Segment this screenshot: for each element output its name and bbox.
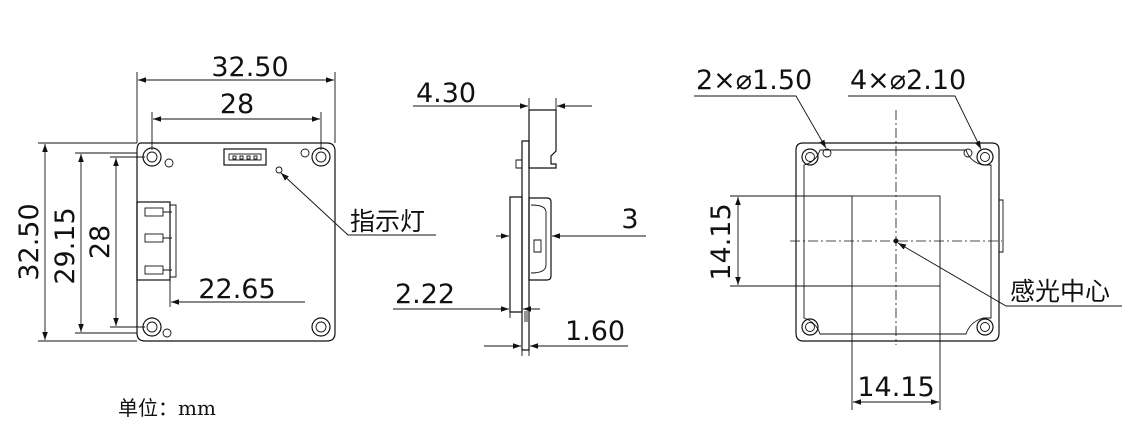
indicator-led-icon	[275, 166, 283, 174]
front-small-hole-icon	[164, 158, 174, 168]
front-mounting-hole-icon	[142, 317, 162, 337]
back-small-hole-icon	[822, 148, 832, 158]
back-board-outline	[795, 142, 1000, 342]
front-connector-icon	[223, 148, 267, 166]
hole-large-label: 4×⌀2.10	[850, 65, 966, 96]
center-label: 感光中心	[1010, 277, 1110, 306]
side-dim-right: 3	[621, 204, 638, 235]
hole-small-label: 2×⌀1.50	[696, 65, 812, 96]
back-mounting-hole-icon	[801, 318, 819, 336]
front-view: 32.50 28 32.50 29.15 28 22.65 指示灯	[14, 52, 436, 342]
back-mounting-hole-icon	[976, 148, 994, 166]
back-small-hole-icon	[963, 148, 973, 158]
front-dim-width-holes: 28	[220, 89, 254, 120]
front-dim-height-holes: 28	[85, 225, 116, 259]
front-dim-offset: 22.65	[198, 274, 275, 305]
back-mounting-hole-icon	[976, 318, 994, 336]
front-small-hole-icon	[300, 148, 310, 158]
side-usb-body	[528, 197, 552, 281]
indicator-label: 指示灯	[350, 207, 425, 236]
front-mounting-hole-icon	[142, 147, 162, 167]
side-pcb	[521, 140, 530, 351]
front-dim-height-mid: 29.15	[50, 207, 81, 284]
units-label: 单位：mm	[118, 396, 216, 420]
front-dim-width-outer: 32.50	[211, 52, 288, 83]
back-view: 14.15 14.15 2×⌀1.50 4×⌀2.10 感光中心	[694, 65, 1122, 410]
back-dim-sensor-height: 14.15	[706, 203, 737, 280]
front-mounting-hole-icon	[311, 317, 331, 337]
side-dim-top: 4.30	[416, 78, 476, 109]
front-board-outline	[136, 142, 336, 342]
side-dim-left: 2.22	[395, 279, 455, 310]
front-mounting-hole-icon	[311, 147, 331, 167]
back-dim-sensor-width: 14.15	[857, 372, 934, 403]
front-usb-connector-icon	[136, 201, 177, 281]
side-view: 4.30 3 2.22 1.60	[393, 78, 646, 356]
back-mounting-hole-icon	[801, 148, 819, 166]
back-inner-outline	[803, 149, 992, 335]
side-connector-body	[528, 109, 557, 169]
front-dim-height-outer: 32.50	[14, 203, 45, 280]
front-small-hole-icon	[162, 328, 172, 338]
side-dim-bottom: 1.60	[565, 316, 625, 347]
side-lens-plate	[509, 196, 523, 313]
sensor-center-point	[893, 238, 899, 244]
